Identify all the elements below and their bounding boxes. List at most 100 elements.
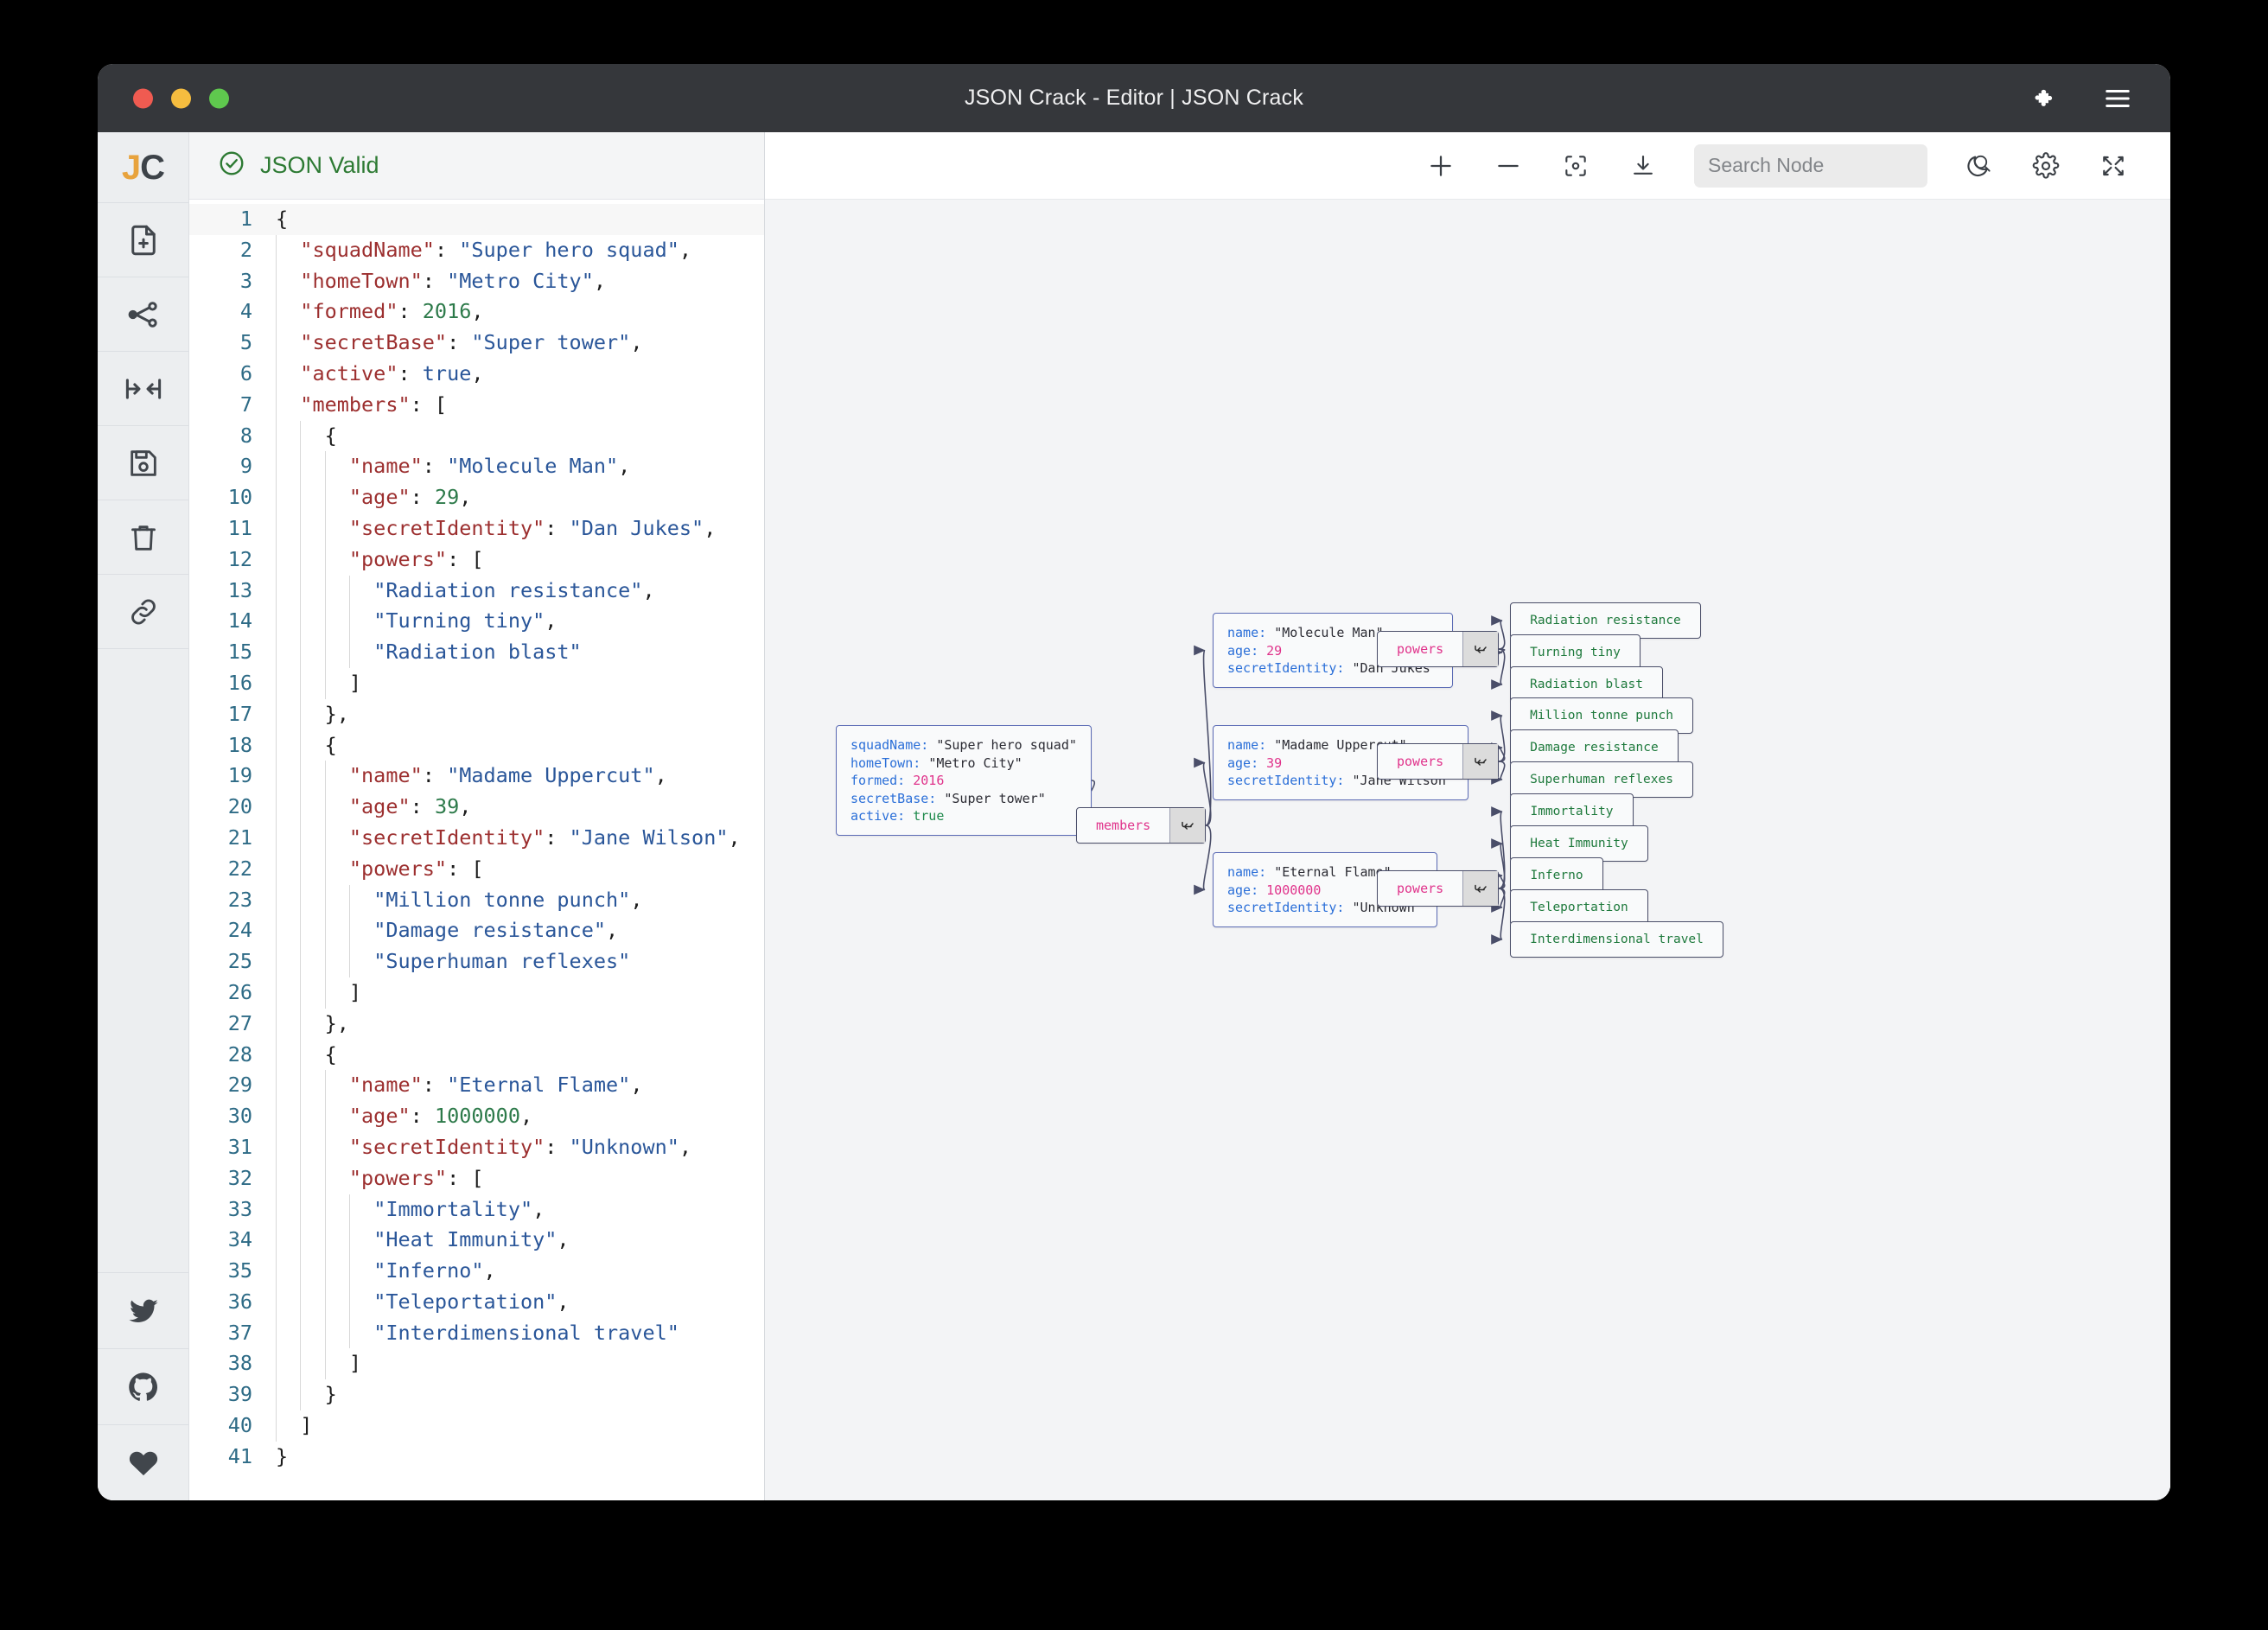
fullscreen-icon[interactable] (2097, 150, 2130, 182)
collapse-node-button[interactable] (1462, 744, 1498, 779)
code-line[interactable]: 29 "name": "Eternal Flame", (189, 1070, 764, 1102)
graph-node-members[interactable]: members (1076, 807, 1206, 844)
code-line[interactable]: 6 "active": true, (189, 358, 764, 390)
minimize-window-button[interactable] (171, 88, 191, 108)
code-line[interactable]: 9 "name": "Molecule Man", (189, 451, 764, 483)
graph-node-root[interactable]: squadName: "Super hero squad"homeTown: "… (836, 725, 1092, 836)
line-number: 1 (239, 207, 252, 231)
graph-node-power-0-2[interactable]: Radiation blast (1510, 666, 1663, 703)
indent-guide (348, 1225, 350, 1257)
close-window-button[interactable] (133, 88, 153, 108)
code-line[interactable]: 38 ] (189, 1348, 764, 1380)
code-line[interactable]: 10 "age": 29, (189, 482, 764, 513)
code-line[interactable]: 23 "Million tonne punch", (189, 884, 764, 916)
sidebar-item-twitter[interactable] (98, 1272, 188, 1348)
puzzle-piece-icon[interactable] (2029, 84, 2058, 113)
code-line[interactable]: 35 "Inferno", (189, 1256, 764, 1287)
indent-guide (276, 420, 277, 452)
code-line[interactable]: 27 }, (189, 1008, 764, 1040)
hamburger-menu-icon[interactable] (2103, 84, 2132, 113)
graph-node-powers-1[interactable]: powers (1377, 743, 1499, 780)
code-line[interactable]: 15 "Radiation blast" (189, 637, 764, 668)
code-line[interactable]: 3 "homeTown": "Metro City", (189, 265, 764, 297)
collapse-node-button[interactable] (1462, 871, 1498, 906)
code-line[interactable]: 11 "secretIdentity": "Dan Jukes", (189, 513, 764, 544)
code-line[interactable]: 31 "secretIdentity": "Unknown", (189, 1131, 764, 1163)
code-line[interactable]: 1{ (189, 204, 764, 235)
code-line[interactable]: 34 "Heat Immunity", (189, 1225, 764, 1257)
code-line[interactable]: 7 "members": [ (189, 389, 764, 421)
graph-canvas[interactable]: squadName: "Super hero squad"homeTown: "… (765, 200, 2170, 1500)
node-row: age: 39 (1227, 755, 1454, 773)
code-line[interactable]: 20 "age": 39, (189, 792, 764, 823)
code-line[interactable]: 22 "powers": [ (189, 853, 764, 885)
indent-guide (276, 1101, 277, 1132)
sidebar-item-save[interactable] (98, 426, 188, 500)
code-line[interactable]: 14 "Turning tiny", (189, 606, 764, 638)
code-text: "secretIdentity": "Unknown", (269, 1131, 691, 1163)
sidebar-item-collapse[interactable] (98, 352, 188, 426)
code-line[interactable]: 4 "formed": 2016, (189, 296, 764, 328)
app-logo[interactable]: JC (98, 132, 188, 203)
moon-icon[interactable] (1962, 150, 1995, 182)
graph-node-power-2-0[interactable]: Immortality (1510, 793, 1634, 830)
collapse-node-button[interactable] (1169, 808, 1205, 843)
graph-node-power-2-2[interactable]: Inferno (1510, 857, 1603, 894)
line-number: 25 (227, 949, 252, 974)
code-line[interactable]: 37 "Interdimensional travel" (189, 1317, 764, 1349)
sidebar-item-new-file[interactable] (98, 203, 188, 277)
code-editor[interactable]: 1{2 "squadName": "Super hero squad",3 "h… (189, 200, 764, 1500)
graph-node-power-2-4[interactable]: Interdimensional travel (1510, 921, 1723, 958)
code-line[interactable]: 30 "age": 1000000, (189, 1101, 764, 1132)
node-value: "Metro City" (928, 755, 1023, 771)
indent-guide (300, 1162, 302, 1194)
code-line[interactable]: 25 "Superhuman reflexes" (189, 946, 764, 977)
graph-node-power-1-1[interactable]: Damage resistance (1510, 729, 1679, 766)
code-line[interactable]: 16 ] (189, 667, 764, 699)
sidebar-item-graph-view[interactable] (98, 277, 188, 352)
graph-node-power-2-3[interactable]: Teleportation (1510, 889, 1648, 926)
code-line[interactable]: 13 "Radiation resistance", (189, 575, 764, 607)
graph-node-power-2-1[interactable]: Heat Immunity (1510, 825, 1648, 862)
collapse-node-button[interactable] (1462, 632, 1498, 666)
code-line[interactable]: 41} (189, 1442, 764, 1473)
center-view-icon[interactable] (1559, 150, 1592, 182)
code-line[interactable]: 17 }, (189, 698, 764, 730)
zoom-out-icon[interactable] (1492, 150, 1525, 182)
graph-node-power-1-2[interactable]: Superhuman reflexes (1510, 761, 1693, 798)
code-line[interactable]: 2 "squadName": "Super hero squad", (189, 234, 764, 266)
code-line[interactable]: 21 "secretIdentity": "Jane Wilson", (189, 822, 764, 854)
code-line[interactable]: 33 "Immortality", (189, 1194, 764, 1226)
graph-node-power-0-0[interactable]: Radiation resistance (1510, 602, 1701, 639)
code-line[interactable]: 12 "powers": [ (189, 544, 764, 576)
sidebar-item-github[interactable] (98, 1348, 188, 1424)
code-line[interactable]: 24 "Damage resistance", (189, 915, 764, 947)
sidebar-item-delete[interactable] (98, 500, 188, 575)
graph-node-powers-2[interactable]: powers (1377, 870, 1499, 907)
code-line[interactable]: 36 "Teleportation", (189, 1286, 764, 1318)
sidebar-item-sponsor[interactable] (98, 1424, 188, 1500)
search-node-box[interactable] (1694, 143, 1991, 188)
code-line[interactable]: 8 { (189, 420, 764, 452)
code-line[interactable]: 18 { (189, 729, 764, 761)
graph-node-power-1-0[interactable]: Million tonne punch (1510, 697, 1693, 734)
code-line[interactable]: 28 { (189, 1039, 764, 1071)
code-line[interactable]: 32 "powers": [ (189, 1162, 764, 1194)
search-input[interactable] (1708, 154, 1964, 177)
code-line[interactable]: 5 "secretBase": "Super tower", (189, 328, 764, 359)
graph-node-power-0-1[interactable]: Turning tiny (1510, 634, 1640, 671)
title-bar-actions (2029, 84, 2132, 113)
code-line[interactable]: 19 "name": "Madame Uppercut", (189, 761, 764, 793)
code-line[interactable]: 40 ] (189, 1410, 764, 1442)
code-line[interactable]: 39 } (189, 1379, 764, 1411)
code-line[interactable]: 26 ] (189, 977, 764, 1009)
zoom-in-icon[interactable] (1424, 150, 1457, 182)
download-icon[interactable] (1627, 150, 1660, 182)
maximize-window-button[interactable] (209, 88, 229, 108)
graph-node-powers-0[interactable]: powers (1377, 631, 1499, 667)
gear-icon[interactable] (2029, 150, 2062, 182)
sidebar-item-share-link[interactable] (98, 575, 188, 649)
